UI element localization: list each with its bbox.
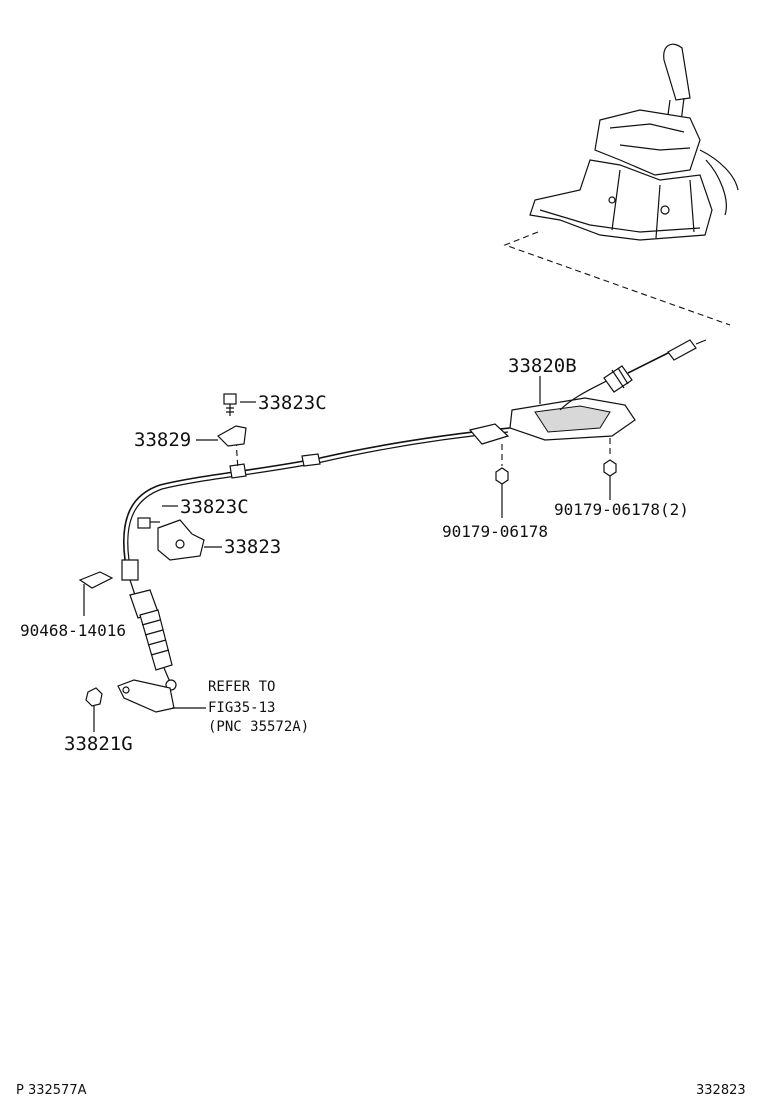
- cable-bracket-drawing: [509, 339, 707, 441]
- shift-cable-drawing: [121, 423, 511, 691]
- clip-33829-drawing: [217, 425, 247, 447]
- shift-lever-assembly-drawing: [529, 43, 739, 241]
- nut-90179-right-drawing: [603, 459, 617, 477]
- label-33823C-mid: 33823C: [180, 496, 249, 518]
- label-33821G: 33821G: [64, 733, 133, 755]
- label-33820B: 33820B: [508, 355, 577, 377]
- clip-90468-drawing: [78, 571, 114, 589]
- label-90179-06178-2: 90179-06178(2): [554, 500, 689, 519]
- refer-note-line3: (PNC 35572A): [208, 719, 309, 735]
- footer-left-code: P 332577A: [16, 1083, 87, 1098]
- label-90468-14016: 90468-14016: [20, 621, 126, 640]
- label-90179-06178: 90179-06178: [442, 522, 548, 541]
- bracket-33823-drawing: [157, 519, 205, 561]
- label-33823: 33823: [224, 536, 281, 558]
- nut-33821G-drawing: [85, 687, 103, 707]
- refer-note-line1: REFER TO: [208, 679, 275, 695]
- label-33829: 33829: [134, 429, 191, 451]
- refer-note-line2: FIG35-13: [208, 700, 275, 716]
- nut-90179-left-drawing: [495, 467, 509, 485]
- label-33823C-top: 33823C: [258, 392, 327, 414]
- bolt-33823C-mid-drawing: [137, 517, 160, 529]
- footer-right-code: 332823: [696, 1083, 746, 1098]
- bolt-33823C-top-drawing: [223, 393, 237, 416]
